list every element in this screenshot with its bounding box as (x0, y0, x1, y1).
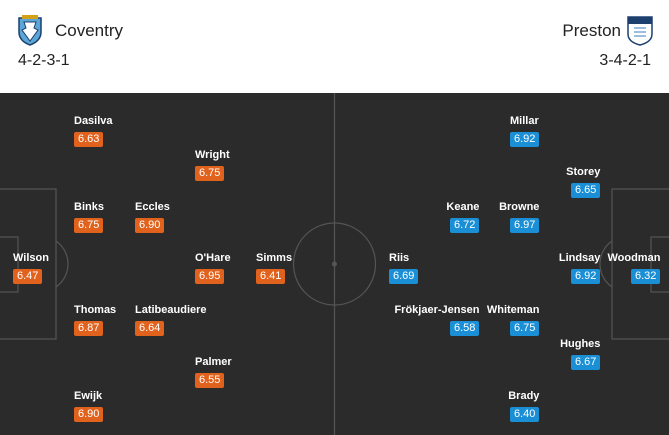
player-rating: 6.47 (13, 269, 43, 284)
player-storey[interactable]: Storey 6.65 (566, 166, 601, 198)
player-name: Simms (256, 252, 293, 264)
player-name: Ewijk (74, 390, 103, 402)
player-name: Browne (499, 201, 540, 213)
player-dasilva[interactable]: Dasilva 6.63 (74, 115, 113, 147)
player-palmer[interactable]: Palmer 6.55 (195, 356, 232, 388)
player-rating: 6.65 (571, 183, 601, 198)
player-hughes[interactable]: Hughes 6.67 (560, 338, 601, 370)
player-riis[interactable]: Riis 6.69 (389, 252, 419, 284)
player-rating: 6.40 (510, 407, 540, 422)
player-name: Lindsay (558, 252, 601, 264)
player-rating: 6.75 (74, 218, 104, 233)
player-rating: 6.55 (195, 373, 225, 388)
player-latibeaudiere[interactable]: Latibeaudiere 6.64 (135, 304, 207, 336)
pitch-markings (0, 93, 669, 435)
player-rating: 6.92 (510, 132, 540, 147)
player-name: Millar (510, 115, 539, 127)
player-name: Thomas (74, 304, 117, 316)
player-name: Wilson (13, 252, 49, 264)
player-frokjaer-jensen[interactable]: Frökjaer-Jensen 6.58 (394, 304, 480, 336)
player-rating: 6.92 (571, 269, 601, 284)
player-rating: 6.63 (74, 132, 104, 147)
home-formation: 4-2-3-1 (18, 52, 70, 69)
match-header: Coventry 4-2-3-1 Preston 3-4-2-1 (0, 0, 669, 93)
player-rating: 6.58 (450, 321, 480, 336)
player-rating: 6.97 (510, 218, 540, 233)
player-name: Riis (389, 252, 410, 264)
player-name: Frökjaer-Jensen (394, 304, 480, 316)
player-name: Whiteman (486, 304, 540, 316)
player-wilson[interactable]: Wilson 6.47 (13, 252, 49, 284)
player-millar[interactable]: Millar 6.92 (510, 115, 540, 147)
away-formation: 3-4-2-1 (599, 52, 651, 69)
player-name: Brady (508, 390, 540, 402)
player-binks[interactable]: Binks 6.75 (74, 201, 104, 233)
player-name: Dasilva (74, 115, 113, 127)
player-name: Binks (74, 201, 104, 213)
player-woodman[interactable]: Woodman 6.32 (607, 252, 661, 284)
player-whiteman[interactable]: Whiteman 6.75 (487, 304, 540, 336)
coventry-crest-icon (18, 15, 42, 46)
player-name: Latibeaudiere (135, 304, 207, 316)
player-rating: 6.64 (135, 321, 165, 336)
player-rating: 6.67 (571, 355, 601, 370)
player-name: Eccles (135, 201, 170, 213)
player-thomas[interactable]: Thomas 6.87 (74, 304, 116, 336)
player-name: Woodman (607, 252, 661, 264)
player-name: Hughes (560, 338, 601, 350)
player-rating: 6.75 (510, 321, 540, 336)
player-brady[interactable]: Brady 6.40 (508, 390, 540, 422)
player-simms[interactable]: Simms 6.41 (256, 252, 292, 284)
player-keane[interactable]: Keane 6.72 (446, 201, 480, 233)
home-team-name[interactable]: Coventry (55, 21, 124, 40)
player-rating: 6.90 (74, 407, 104, 422)
player-rating: 6.41 (256, 269, 286, 284)
player-rating: 6.95 (195, 269, 225, 284)
player-wright[interactable]: Wright 6.75 (195, 149, 230, 181)
player-eccles[interactable]: Eccles 6.90 (135, 201, 170, 233)
player-name: O'Hare (195, 252, 231, 264)
player-name: Palmer (195, 356, 232, 368)
player-name: Keane (446, 201, 480, 213)
player-rating: 6.87 (74, 321, 104, 336)
player-lindsay[interactable]: Lindsay 6.92 (559, 252, 601, 284)
player-name: Wright (195, 149, 230, 161)
player-browne[interactable]: Browne 6.97 (499, 201, 540, 233)
player-rating: 6.90 (135, 218, 165, 233)
player-rating: 6.72 (450, 218, 480, 233)
pitch: Wilson 6.47 Dasilva 6.63 Binks 6.75 Thom… (0, 93, 669, 435)
player-ewijk[interactable]: Ewijk 6.90 (74, 390, 104, 422)
player-ohare[interactable]: O'Hare 6.95 (195, 252, 231, 284)
away-team-name[interactable]: Preston (562, 21, 621, 40)
player-rating: 6.69 (389, 269, 419, 284)
preston-crest-icon (627, 16, 653, 46)
player-rating: 6.32 (631, 269, 661, 284)
player-name: Storey (566, 166, 601, 178)
player-rating: 6.75 (195, 166, 225, 181)
